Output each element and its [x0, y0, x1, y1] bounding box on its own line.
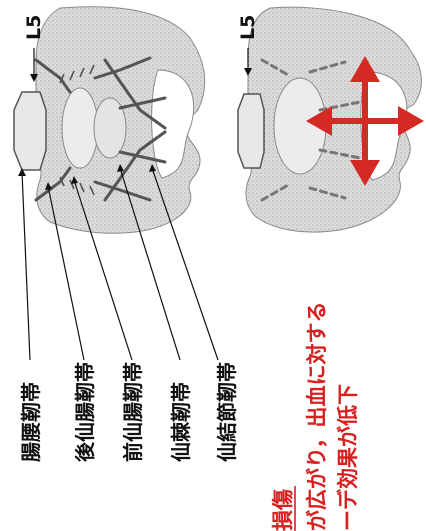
clinical-note: 損傷 が広がり，出血に対する ーデ効果が低下 — [271, 301, 360, 531]
ligament-label-sacrospinous: 仙棘靭帯 — [169, 382, 193, 462]
right-l5-label: L5 — [237, 15, 259, 40]
ligament-label-sacrotuberous: 仙結節靭帯 — [215, 362, 239, 462]
ligament-label-posterior-sacroiliac: 後仙腸靭帯 — [73, 362, 97, 462]
right-pelvis: L5 — [237, 7, 424, 232]
ligament-label-iliolumbar: 腸腰靭帯 — [19, 382, 43, 462]
note-line-2: ーデ効果が低下 — [336, 384, 360, 531]
note-heading: 損傷 — [271, 489, 295, 531]
note-line-1: が広がり，出血に対する — [305, 301, 329, 531]
left-pelvis: L5 — [14, 7, 205, 234]
left-l5-label: L5 — [23, 15, 45, 40]
ligament-label-anterior-sacroiliac: 前仙腸靭帯 — [121, 362, 145, 462]
ligament-labels: 腸腰靭帯 後仙腸靭帯 前仙腸靭帯 仙棘靭帯 仙結節靭帯 — [19, 362, 239, 462]
